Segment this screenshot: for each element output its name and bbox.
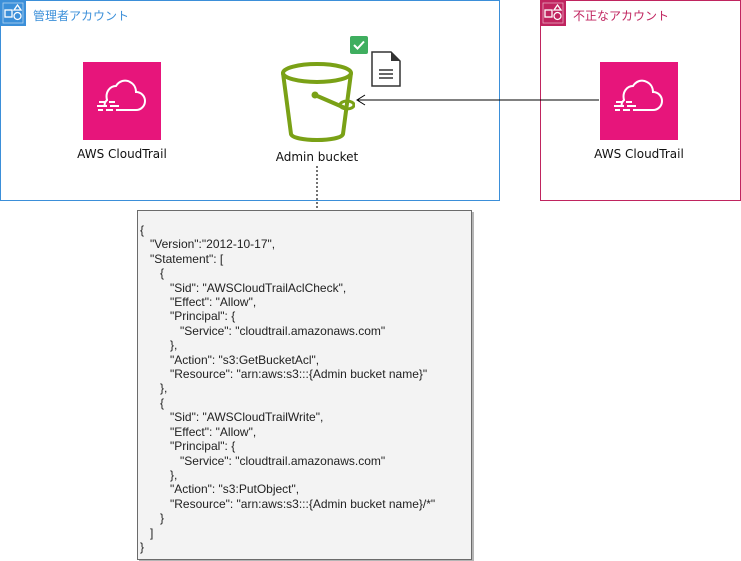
policy-line: "Service": "cloudtrail.amazonaws.com" xyxy=(180,323,386,338)
policy-line: "Effect": "Allow", xyxy=(170,295,257,310)
policy-line: "Sid": "AWSCloudTrailAclCheck", xyxy=(170,280,347,295)
bucket-policy-box: { "Version":"2012-10-17", "Statement": [… xyxy=(137,210,472,560)
checkmark-icon xyxy=(350,36,368,54)
admin-bucket-label: Admin bucket xyxy=(275,150,359,164)
account-group-icon xyxy=(540,0,566,26)
document-icon xyxy=(371,51,401,87)
policy-line: "Version":"2012-10-17", xyxy=(150,237,276,252)
policy-line: "Principal": { xyxy=(170,309,236,324)
admin-account-title: 管理者アカウント xyxy=(33,9,130,23)
admin-account-group: 管理者アカウント xyxy=(0,0,500,201)
policy-line: "Service": "cloudtrail.amazonaws.com" xyxy=(180,453,386,468)
admin-cloudtrail-label: AWS CloudTrail xyxy=(77,147,167,161)
policy-line: "Principal": { xyxy=(170,439,236,454)
policy-line: "Resource": "arn:aws:s3:::{Admin bucket … xyxy=(170,367,428,382)
policy-line: }, xyxy=(170,467,178,482)
policy-line: { xyxy=(140,223,145,237)
policy-line: } xyxy=(160,511,165,526)
cloudtrail-icon[interactable] xyxy=(600,62,678,140)
policy-line: "Action": "s3:GetBucketAcl", xyxy=(170,352,320,367)
s3-bucket-icon[interactable] xyxy=(279,58,356,144)
policy-line: "Effect": "Allow", xyxy=(170,424,257,439)
policy-line: }, xyxy=(170,338,178,353)
rogue-account-title: 不正なアカウント xyxy=(573,9,670,23)
cloudtrail-icon[interactable] xyxy=(83,62,161,140)
rogue-cloudtrail-label: AWS CloudTrail xyxy=(594,147,684,161)
policy-line: { xyxy=(160,266,165,281)
bucket-policy-text: { "Version":"2012-10-17", "Statement": [… xyxy=(140,223,435,554)
policy-line: ] xyxy=(150,525,154,540)
policy-line: "Resource": "arn:aws:s3:::{Admin bucket … xyxy=(170,496,436,511)
policy-line: }, xyxy=(160,381,168,396)
policy-line: } xyxy=(140,539,145,554)
policy-line: "Statement": [ xyxy=(150,251,224,266)
policy-line: "Action": "s3:PutObject", xyxy=(170,482,300,497)
rogue-account-group: 不正なアカウント xyxy=(540,0,741,201)
policy-line: { xyxy=(160,395,165,410)
policy-line: "Sid": "AWSCloudTrailWrite", xyxy=(170,410,324,425)
account-group-icon xyxy=(0,0,26,26)
